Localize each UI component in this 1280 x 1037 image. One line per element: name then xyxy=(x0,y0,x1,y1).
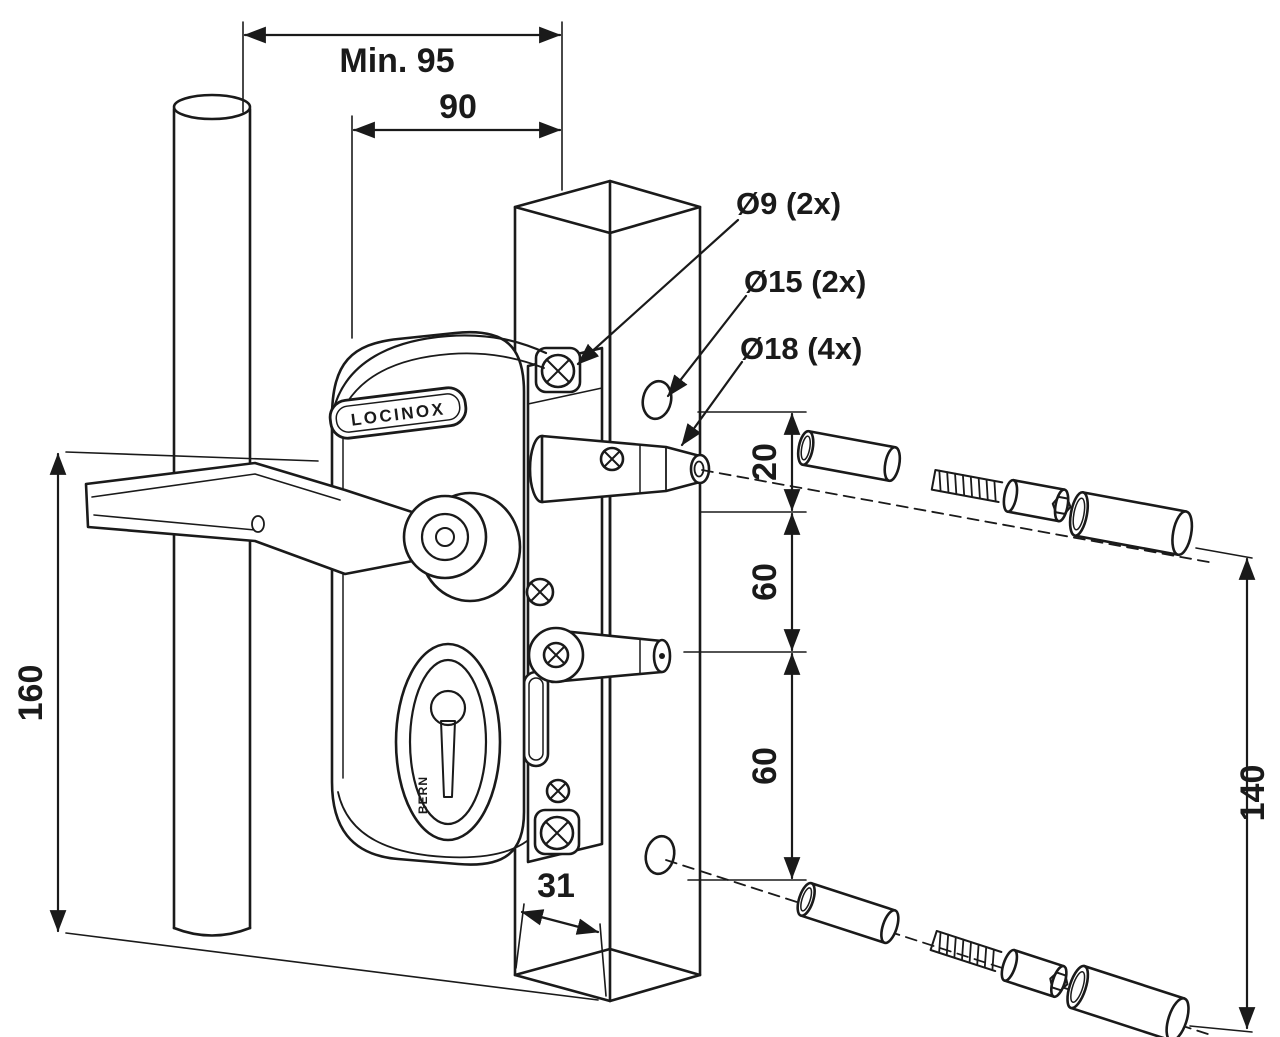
screw-head-top xyxy=(1002,478,1072,523)
latch-slot xyxy=(522,670,550,768)
screw-thread-bottom xyxy=(929,929,1003,973)
middle-latch-pin xyxy=(527,626,672,684)
dim-31-line xyxy=(520,909,600,935)
dim-31-label: 31 xyxy=(537,867,575,905)
fastener-set-top xyxy=(796,429,1194,557)
top-latch-pin xyxy=(528,434,711,504)
dimensions: Min. 95 90 Ø9 (2x) Ø15 (2x) Ø18 (4x) 20 … xyxy=(12,21,1272,1033)
dim-60-upper-label: 60 xyxy=(746,563,784,601)
leader-hole18 xyxy=(680,360,744,447)
cover-sleeve-top xyxy=(1068,490,1194,557)
dim-hole18-label: Ø18 (4x) xyxy=(740,331,862,366)
cover-sleeve-bottom xyxy=(1066,964,1190,1037)
leader-hole9 xyxy=(576,218,740,366)
screw-head-bottom xyxy=(1000,948,1069,999)
dim-160-label: 160 xyxy=(12,665,50,722)
handle-set-screw-icon xyxy=(251,515,265,533)
screw-thread-top xyxy=(930,468,1004,504)
handle-hub xyxy=(402,494,488,580)
dim-90-label: 90 xyxy=(439,88,477,126)
hex-socket-icon xyxy=(1049,971,1069,992)
fastener-set-bottom xyxy=(796,881,1190,1037)
dim-hole9-label: Ø9 (2x) xyxy=(736,186,841,221)
drill-hole-bottom xyxy=(644,834,676,876)
spacer-sleeve-top xyxy=(796,429,902,483)
dim-60-lower-label: 60 xyxy=(746,747,784,785)
dim-20-label: 20 xyxy=(746,443,784,481)
center-axis-top xyxy=(701,469,1215,564)
locinox-badge: LOCINOX xyxy=(328,386,468,440)
keyhole-icon xyxy=(429,689,467,727)
cylinder-brand-text: BERN xyxy=(416,776,430,814)
mounting-plate xyxy=(522,346,604,864)
drill-hole-top xyxy=(641,379,673,421)
spacer-sleeve-bottom xyxy=(796,881,900,945)
handle xyxy=(84,461,522,603)
leader-hole15 xyxy=(666,294,748,398)
dim-hole15-label: Ø15 (2x) xyxy=(744,264,866,299)
dim-140-label: 140 xyxy=(1234,765,1272,822)
dim-min95-label: Min. 95 xyxy=(339,42,454,80)
euro-cylinder: BERN xyxy=(394,642,502,842)
hex-socket-icon xyxy=(1051,495,1072,515)
